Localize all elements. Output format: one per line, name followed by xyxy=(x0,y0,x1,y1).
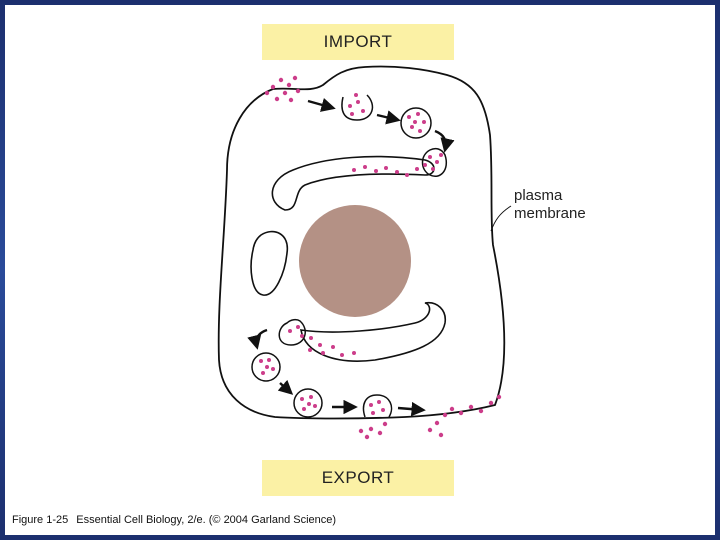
figure-number: Figure 1-25 xyxy=(12,514,69,526)
lower-er xyxy=(300,301,447,362)
export-banner: EXPORT xyxy=(262,460,454,496)
membrane-leader-line xyxy=(490,205,512,232)
plasma-membrane xyxy=(217,65,506,420)
upper-er xyxy=(271,155,435,211)
import-vesicles xyxy=(341,94,447,177)
cargo-molecules xyxy=(259,75,502,440)
figure-source: Essential Cell Biology, 2/e. (© 2004 Gar… xyxy=(76,514,337,526)
small-organelle xyxy=(250,230,289,296)
transport-arrows xyxy=(247,97,455,417)
import-banner: IMPORT xyxy=(262,24,454,60)
cell-diagram xyxy=(217,65,512,440)
export-vesicles xyxy=(251,318,393,418)
membrane-label-line1: plasma xyxy=(514,187,563,204)
nucleus xyxy=(299,205,411,317)
slide: IMPORT EXPORT plasma membrane Figure 1-2… xyxy=(5,5,715,535)
membrane-label-line2: membrane xyxy=(514,205,586,222)
figure-caption: Figure 1-25 Essential Cell Biology, 2/e. … xyxy=(12,514,336,526)
